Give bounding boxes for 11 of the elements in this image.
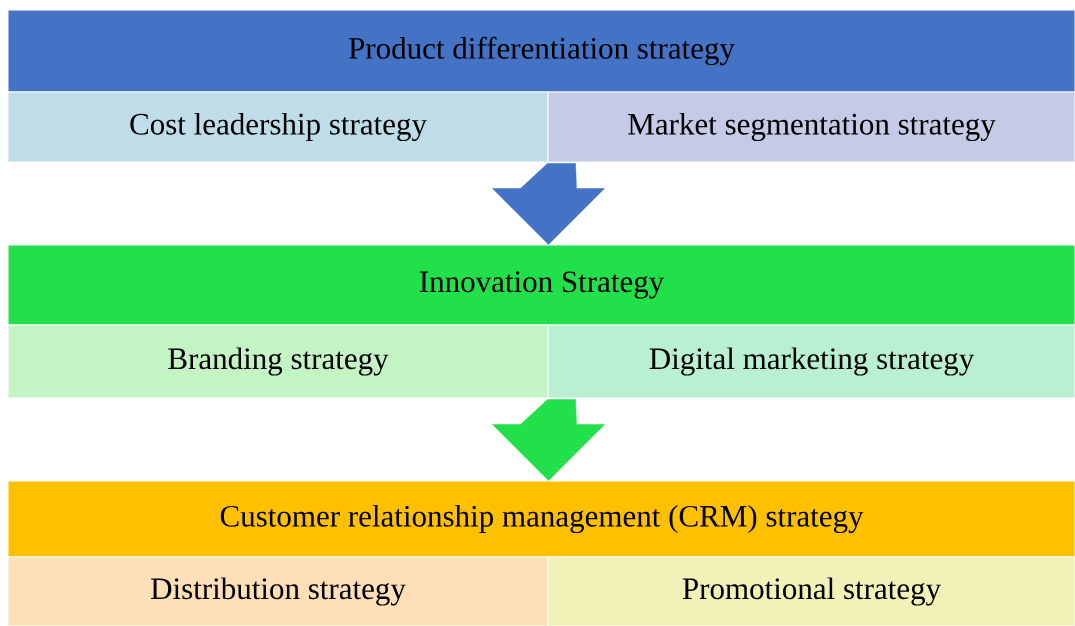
band-header: Customer relationship management (CRM) strategy — [7, 480, 1075, 558]
strategy-box: Cost leadership strategy — [7, 91, 549, 163]
band-header: Innovation Strategy — [7, 244, 1075, 326]
block-arrow — [492, 163, 605, 245]
band-header: Product differentiation strategy — [7, 9, 1075, 93]
block-arrow — [492, 399, 605, 481]
strategy-box: Market segmentation strategy — [547, 91, 1075, 163]
strategy-box: Distribution strategy — [7, 556, 549, 626]
strategy-box: Branding strategy — [7, 324, 549, 399]
strategy-box: Promotional strategy — [547, 556, 1075, 626]
strategy-box: Digital marketing strategy — [547, 324, 1075, 399]
